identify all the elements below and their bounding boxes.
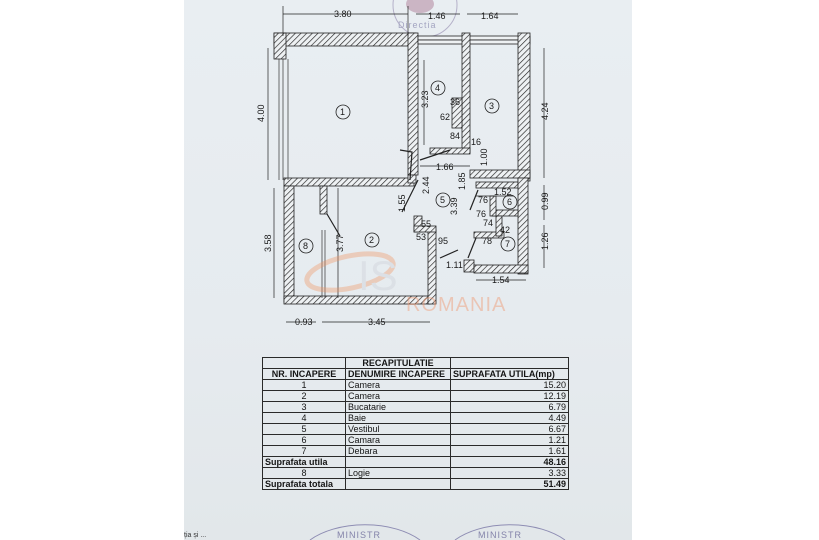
header-nr: NR. INCAPERE bbox=[262, 368, 346, 380]
table-row: 5 Vestibul 6.67 bbox=[262, 423, 569, 435]
walls bbox=[273, 32, 531, 305]
svg-text:76: 76 bbox=[476, 209, 486, 219]
svg-text:3: 3 bbox=[489, 101, 494, 111]
svg-text:1.46: 1.46 bbox=[428, 11, 446, 21]
table-row: 4 Baie 4.49 bbox=[262, 412, 569, 424]
svg-text:6: 6 bbox=[507, 197, 512, 207]
svg-text:76: 76 bbox=[478, 195, 488, 205]
footnote-text: ția și ... bbox=[184, 532, 207, 539]
subtotal-row: Suprafata utila 48.16 bbox=[262, 456, 569, 468]
svg-text:3.58: 3.58 bbox=[263, 234, 273, 252]
header-name: DENUMIRE INCAPERE bbox=[345, 368, 451, 380]
svg-text:2.44: 2.44 bbox=[421, 176, 431, 194]
svg-text:4.00: 4.00 bbox=[256, 104, 266, 122]
subtotal-label: Suprafata utila bbox=[262, 456, 346, 468]
top-official-stamp: Directia bbox=[392, 0, 458, 38]
svg-text:2: 2 bbox=[369, 235, 374, 245]
svg-text:0.93: 0.93 bbox=[295, 317, 313, 327]
svg-text:MINISTR: MINISTR bbox=[478, 530, 522, 540]
total-value: 51.49 bbox=[450, 478, 569, 490]
svg-text:3.45: 3.45 bbox=[368, 317, 386, 327]
table-row: 8 Logie 3.33 bbox=[262, 467, 569, 479]
svg-text:4.24: 4.24 bbox=[540, 102, 550, 120]
total-row: Suprafata totala 51.49 bbox=[262, 478, 569, 490]
svg-text:84: 84 bbox=[450, 131, 460, 141]
svg-text:7: 7 bbox=[505, 239, 510, 249]
svg-text:42: 42 bbox=[500, 225, 510, 235]
table-row: 6 Camara 1.21 bbox=[262, 434, 569, 446]
table-title-row: RECAPITULATIE bbox=[262, 357, 569, 369]
svg-text:1.85: 1.85 bbox=[457, 172, 467, 190]
header-area: SUPRAFATA UTILA(mp) bbox=[450, 368, 569, 380]
svg-text:1.55: 1.55 bbox=[397, 194, 407, 212]
svg-text:55: 55 bbox=[421, 219, 431, 229]
svg-text:1.26: 1.26 bbox=[540, 232, 550, 250]
subtotal-value: 48.16 bbox=[450, 456, 569, 468]
table-row: 3 Bucatarie 6.79 bbox=[262, 401, 569, 413]
svg-text:1: 1 bbox=[340, 107, 345, 117]
svg-text:1.64: 1.64 bbox=[481, 11, 499, 21]
table-title: RECAPITULATIE bbox=[345, 357, 451, 369]
svg-text:36: 36 bbox=[450, 97, 460, 107]
svg-text:78: 78 bbox=[482, 236, 492, 246]
svg-text:0.99: 0.99 bbox=[540, 192, 550, 210]
svg-text:95: 95 bbox=[438, 236, 448, 246]
svg-text:3.39: 3.39 bbox=[449, 197, 459, 215]
svg-text:3.80: 3.80 bbox=[334, 9, 352, 19]
table-row: 7 Debara 1.61 bbox=[262, 445, 569, 457]
svg-text:MINISTR: MINISTR bbox=[337, 530, 381, 540]
total-label: Suprafata totala bbox=[262, 478, 346, 490]
area-summary-table: RECAPITULATIE NR. INCAPERE DENUMIRE INCA… bbox=[262, 357, 569, 490]
table-row: 1 Camera 15.20 bbox=[262, 379, 569, 391]
svg-text:1.66: 1.66 bbox=[436, 162, 454, 172]
watermark-text: ROMANIA bbox=[406, 294, 507, 316]
svg-text:53: 53 bbox=[416, 232, 426, 242]
svg-text:4: 4 bbox=[435, 83, 440, 93]
door-swings bbox=[326, 149, 479, 259]
watermark-logo: IS bbox=[304, 251, 398, 299]
window-lines bbox=[278, 59, 326, 298]
svg-text:3.23: 3.23 bbox=[420, 90, 430, 108]
dimension-labels: 3.80 1.46 1.64 4.00 4.24 3.23 36 62 84 1… bbox=[256, 9, 550, 327]
svg-text:3.77: 3.77 bbox=[335, 234, 345, 252]
svg-text:Directia: Directia bbox=[398, 20, 437, 30]
svg-text:8: 8 bbox=[303, 241, 308, 251]
svg-text:5: 5 bbox=[440, 195, 445, 205]
svg-text:1.54: 1.54 bbox=[492, 275, 510, 285]
svg-text:IS: IS bbox=[358, 252, 398, 299]
svg-text:1.11: 1.11 bbox=[446, 260, 463, 270]
table-header-row: NR. INCAPERE DENUMIRE INCAPERE SUPRAFATA… bbox=[262, 368, 569, 380]
svg-text:74: 74 bbox=[483, 218, 493, 228]
room-numbers: 1 2 3 4 5 6 7 8 bbox=[303, 83, 512, 251]
dimension-lines bbox=[267, 6, 545, 323]
table-row: 2 Camera 12.19 bbox=[262, 390, 569, 402]
svg-text:1.52: 1.52 bbox=[494, 187, 512, 197]
svg-text:62: 62 bbox=[440, 112, 450, 122]
svg-text:16: 16 bbox=[471, 137, 481, 147]
bottom-stamps: MINISTR MINISTR bbox=[309, 524, 566, 540]
room-markers bbox=[298, 80, 518, 254]
svg-text:1.00: 1.00 bbox=[479, 148, 489, 166]
